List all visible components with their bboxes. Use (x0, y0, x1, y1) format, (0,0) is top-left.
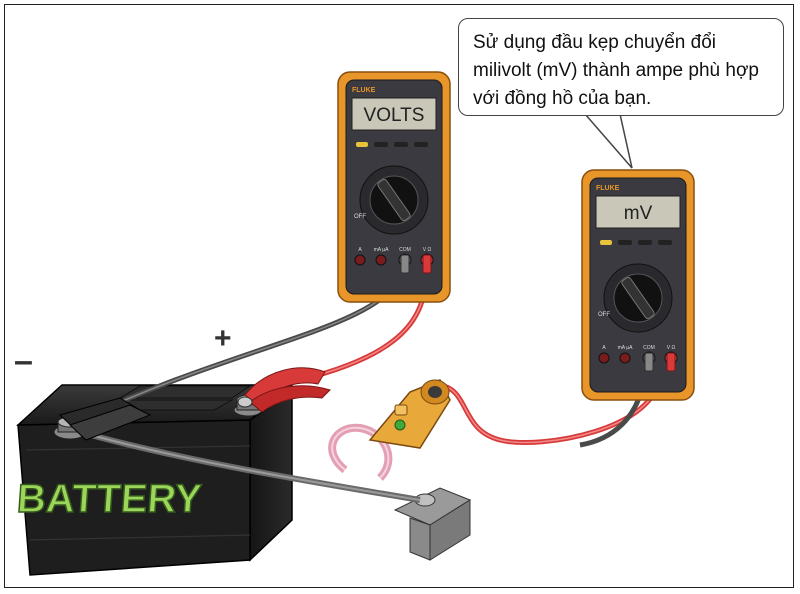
millivolt-meter-jacks: A mA µA COM V Ω (598, 345, 678, 372)
millivolt-meter-jack-label-v: V Ω (667, 345, 676, 351)
battery-label: BATTERY (16, 477, 204, 521)
positive-sign: + (214, 322, 232, 355)
voltmeter-display: VOLTS (364, 105, 425, 126)
voltmeter-dial (359, 165, 429, 235)
millivolt-meter: FLUKE mV OFF A mA µA COM V Ω (581, 169, 695, 401)
millivolt-meter-lcd (595, 195, 681, 229)
voltmeter-lcd (351, 97, 437, 131)
black-alligator-clip (59, 397, 152, 441)
voltmeter-brand: FLUKE (352, 87, 376, 94)
current-clamp (328, 379, 451, 481)
voltmeter-off-label: OFF (354, 214, 366, 220)
callout-pointer (583, 113, 633, 169)
voltmeter-jacks: A mA µA COM V Ω (354, 247, 434, 274)
millivolt-meter-buttons (600, 240, 672, 245)
millivolt-meter-off-label: OFF (598, 312, 610, 318)
callout-box: Sử dụng đầu kẹp chuyển đổi milivolt (mV)… (458, 18, 784, 116)
callout-text: Sử dụng đầu kẹp chuyển đổi milivolt (mV)… (473, 32, 759, 109)
millivolt-meter-jack-label-com: COM (643, 345, 655, 351)
voltmeter-jack-label-ma: mA µA (374, 247, 389, 253)
voltmeter-jack-label-v: V Ω (423, 247, 432, 253)
millivolt-meter-dial (603, 263, 673, 333)
millivolt-meter-display: mV (624, 203, 653, 224)
voltmeter-jack-label-a: A (358, 247, 362, 253)
voltmeter-jack-label-com: COM (399, 247, 411, 253)
voltmeter: FLUKE VOLTS OFF A mA µA COM V Ω (337, 71, 451, 303)
voltmeter-buttons (356, 142, 428, 147)
ground-bracket (393, 487, 472, 561)
red-alligator-clip (237, 367, 331, 413)
millivolt-meter-brand: FLUKE (596, 185, 620, 192)
battery: BATTERY (15, 384, 295, 576)
millivolt-meter-jack-label-a: A (602, 345, 606, 351)
millivolt-meter-jack-label-ma: mA µA (618, 345, 633, 351)
negative-sign: – (14, 342, 33, 380)
